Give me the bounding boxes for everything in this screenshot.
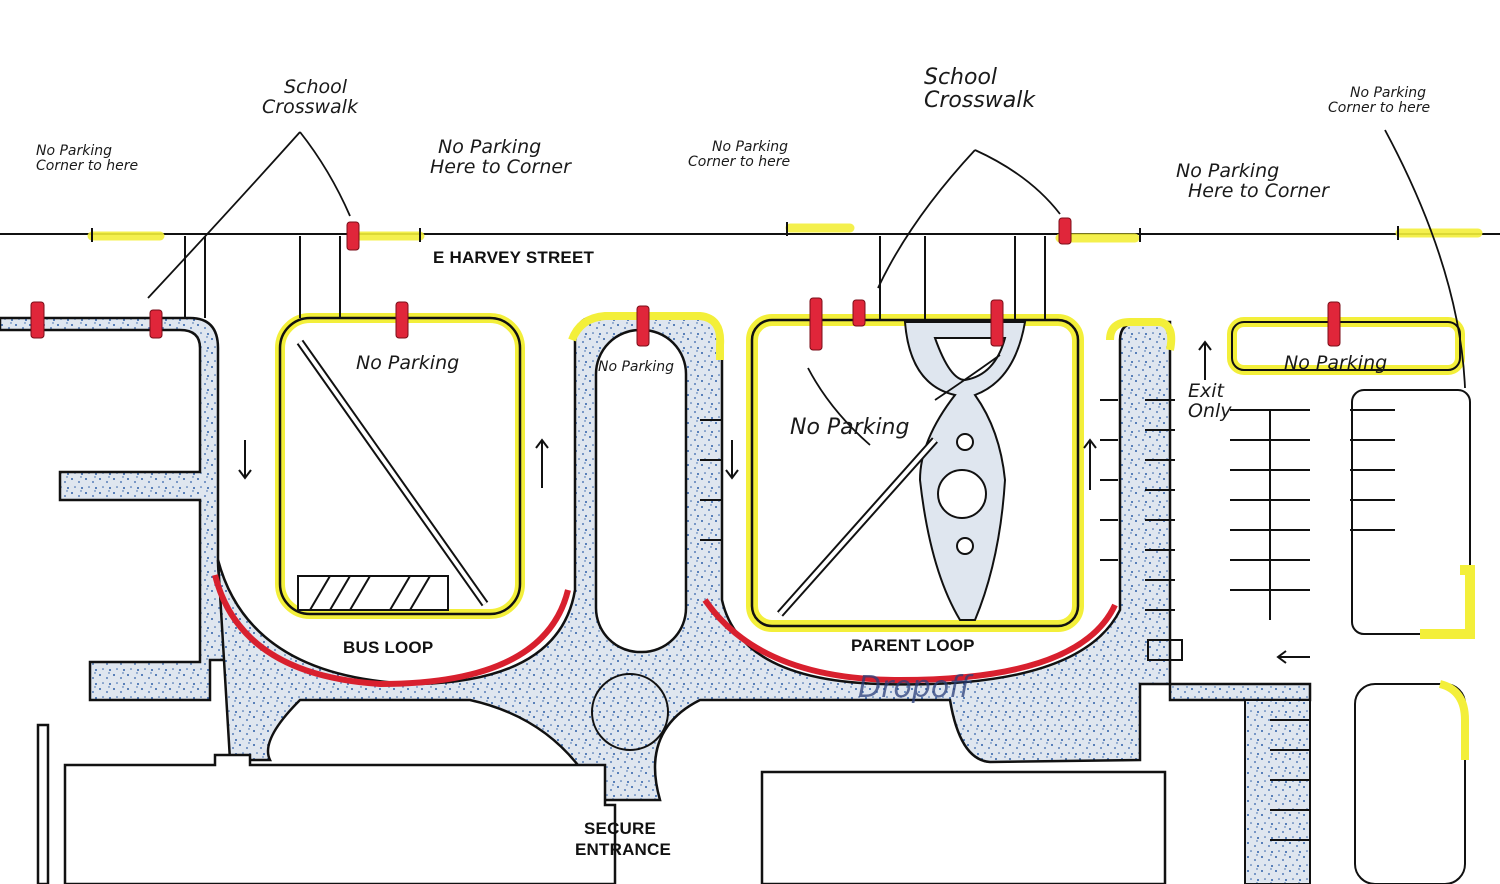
median-entry-highlight xyxy=(568,312,725,360)
direction-arrows xyxy=(238,340,1310,664)
parent-island-circle-large xyxy=(937,469,987,519)
parent-loop-red-curb xyxy=(702,598,1118,684)
parent-loop-island xyxy=(746,314,1084,632)
no-parking-corner-to-here-3: No Parking Corner to here xyxy=(1328,85,1431,116)
annotation-arrows xyxy=(147,129,1466,446)
bus-loop-red-curb xyxy=(212,574,571,688)
no-parking-right-lot-note: No Parking xyxy=(1284,352,1388,374)
buildings xyxy=(36,723,1167,884)
no-parking-corner-to-here-1: No Parking Corner to here xyxy=(36,143,139,174)
hatch-box-right xyxy=(1147,639,1183,661)
sidewalk-connectors xyxy=(184,236,1046,320)
no-parking-bus-island-note: No Parking xyxy=(356,352,460,374)
no-parking-here-to-corner-2: No Parking Here to Corner xyxy=(1176,160,1329,202)
roundabout xyxy=(591,673,669,751)
bus-loop-label: BUS LOOP xyxy=(343,638,434,657)
bus-island-hatch xyxy=(297,575,449,611)
center-median xyxy=(594,328,688,654)
right-parking-lot xyxy=(1106,317,1475,884)
crosswalk-markers xyxy=(30,217,1341,351)
dropoff-label: Dropoff xyxy=(858,670,971,705)
school-crosswalk-left-note: School Crosswalk xyxy=(262,76,358,118)
secure-entrance-label-line2: ENTRANCE xyxy=(575,840,672,859)
street-label: E HARVEY STREET xyxy=(433,248,595,267)
no-parking-here-to-corner-1: No Parking Here to Corner xyxy=(430,136,571,178)
street-no-parking-highlights xyxy=(87,223,1483,243)
no-parking-corner-to-here-2: No Parking Corner to here xyxy=(688,139,791,170)
parent-loop-label: PARENT LOOP xyxy=(851,636,975,655)
secure-entrance-label-line1: SECURE xyxy=(584,819,657,838)
school-crosswalk-right-note: School Crosswalk xyxy=(924,65,1036,114)
exit-only-note: Exit Only xyxy=(1188,380,1232,422)
no-parking-median-note: No Parking xyxy=(598,359,675,375)
parking-stalls xyxy=(700,399,1395,841)
no-parking-parent-island-note: No Parking xyxy=(790,415,910,440)
street-ticks xyxy=(91,222,1399,242)
